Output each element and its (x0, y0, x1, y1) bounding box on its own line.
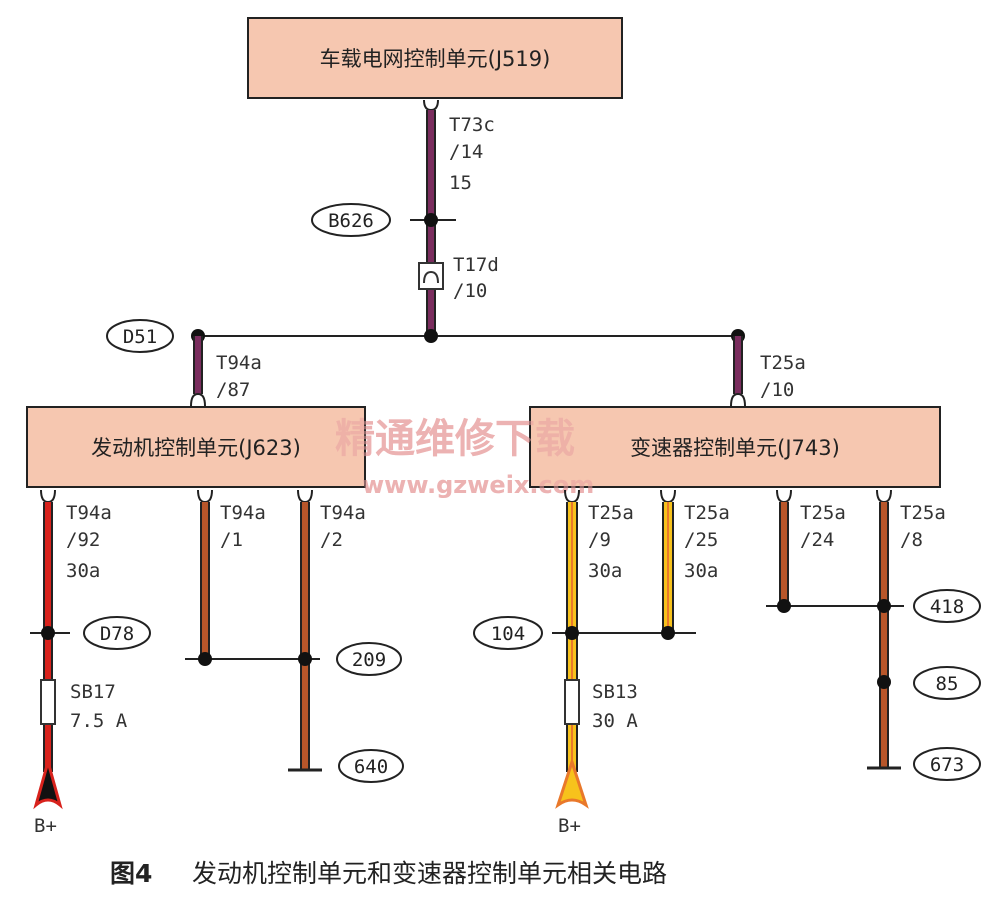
connector-640-badge (338, 749, 404, 783)
supply-arrow-left (33, 756, 63, 810)
pin-t73c-number: /14 (449, 141, 483, 163)
pin-t94a-2-symbol (297, 489, 313, 504)
connector-673-badge (913, 747, 981, 781)
supply-right-label: B+ (558, 815, 581, 837)
connector-b626-label: B626 (328, 210, 374, 232)
watermark-url-overlay: www.gzweix.com (362, 471, 594, 499)
pin-t25a-10-name: T25a (760, 352, 806, 374)
fuse-sb17-symbol (40, 679, 56, 725)
connector-673-label: 673 (930, 754, 964, 776)
module-j519-label: 车载电网控制单元(J519) (320, 47, 551, 71)
pin-t25a-25-name: T25a (684, 502, 730, 524)
fuse-sb13-name: SB13 (592, 681, 638, 703)
connector-85-label: 85 (936, 673, 959, 695)
pin-t25a-8-name: T25a (900, 502, 946, 524)
connector-t17d-pin (423, 270, 439, 284)
pin-t94a-1-number: /1 (220, 529, 243, 551)
pin-t17d-number: /10 (453, 280, 487, 302)
connector-104-label: 104 (491, 623, 525, 645)
fuse-sb17-name: SB17 (70, 681, 116, 703)
connector-418-badge (913, 589, 981, 623)
splice-d78-dot (41, 626, 55, 640)
splice-b626-dot (424, 213, 438, 227)
pin-t94a-92-symbol (40, 489, 56, 504)
module-j743-label: 变速器控制单元(J743) (630, 436, 840, 460)
pin-t25a-24-symbol (776, 489, 792, 504)
pin-t25a-8-number: /8 (900, 529, 923, 551)
pin-t73c-label: T73c /14 15 (449, 114, 495, 194)
supply-arrow-right (555, 757, 589, 809)
splice-209-right (298, 652, 312, 666)
connector-209-label: 209 (352, 649, 386, 671)
pin-t94a-92-name: T94a (66, 502, 112, 524)
splice-104-left (565, 626, 579, 640)
pin-t94a-92-number: /92 (66, 529, 100, 551)
supply-left-label: B+ (34, 815, 57, 837)
pin-t73c-symbol (423, 99, 439, 112)
module-j623-label: 发动机控制单元(J623) (91, 436, 301, 460)
pin-t94a-87-name: T94a (216, 352, 262, 374)
pin-t25a-9-name: T25a (588, 502, 634, 524)
connector-b626-badge (311, 203, 391, 237)
pin-t25a-24-name: T25a (800, 502, 846, 524)
pin-t17d-name: T17d (453, 254, 499, 276)
pin-t25a-10-symbol (730, 392, 746, 407)
pin-t25a-25-symbol (660, 489, 676, 504)
pin-t94a-2-number: /2 (320, 529, 343, 551)
connector-d51-badge (106, 319, 174, 353)
splice-104-right (661, 626, 675, 640)
fuse-sb13-symbol (564, 679, 580, 725)
splice-418-right (877, 599, 891, 613)
pin-t25a-25-number: /25 (684, 529, 718, 551)
connector-418-label: 418 (930, 596, 964, 618)
connector-d51-label: D51 (123, 326, 157, 348)
connector-t17d-symbol (418, 262, 444, 290)
pin-t94a-87-number: /87 (216, 379, 250, 401)
watermark-title-overlay: 精通维修下载 (335, 416, 575, 462)
pin-t25a-10-number: /10 (760, 379, 794, 401)
caption-number: 图4 (110, 859, 152, 888)
connector-209-badge (336, 642, 402, 676)
module-j623-box (26, 406, 366, 488)
splice-209-left (198, 652, 212, 666)
fuse-sb13-rating: 30 A (592, 710, 638, 732)
module-j519-box (247, 17, 623, 99)
pin-t94a-92-terminal: 30a (66, 560, 100, 582)
splice-bus-center (424, 329, 438, 343)
connector-104-badge (473, 616, 543, 650)
pin-t94a-87-symbol (190, 392, 206, 407)
splice-418-left (777, 599, 791, 613)
caption-text: 发动机控制单元和变速器控制单元相关电路 (192, 859, 667, 888)
splice-85-dot (877, 675, 891, 689)
pin-t25a-9-number: /9 (588, 529, 611, 551)
fuse-sb17-rating: 7.5 A (70, 710, 128, 732)
connector-85-badge (913, 666, 981, 700)
module-j743-box (529, 406, 941, 488)
pin-t94a-1-name: T94a (220, 502, 266, 524)
pin-t25a-24-number: /24 (800, 529, 834, 551)
pin-t94a-1-symbol (197, 489, 213, 504)
pin-t25a-8-symbol (876, 489, 892, 504)
pin-t73c-name: T73c (449, 114, 495, 136)
connector-d78-label: D78 (100, 623, 134, 645)
pin-t25a-25-terminal: 30a (684, 560, 718, 582)
connector-d78-badge (83, 616, 151, 650)
connector-640-label: 640 (354, 756, 388, 778)
pin-t94a-2-name: T94a (320, 502, 366, 524)
pin-t25a-9-terminal: 30a (588, 560, 622, 582)
pin-t73c-terminal: 15 (449, 172, 472, 194)
